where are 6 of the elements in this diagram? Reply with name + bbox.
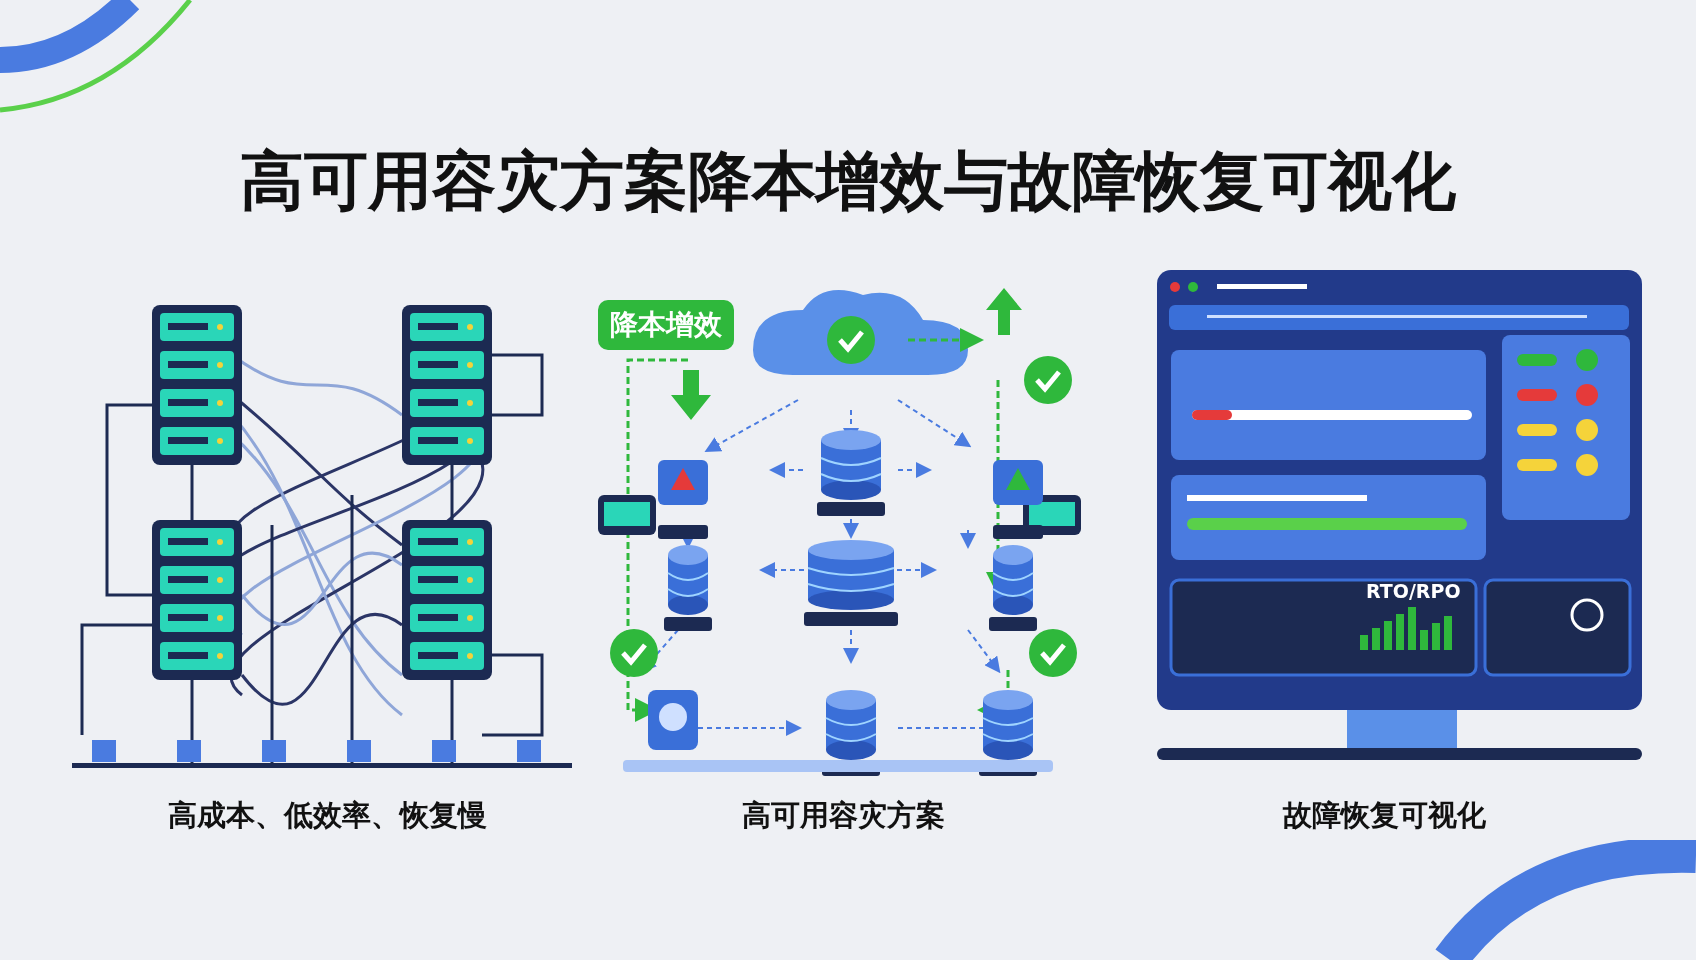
callout-tag: 降本增效 [598, 300, 734, 350]
page-title: 高可用容灾方案降本增效与故障恢复可视化 [239, 143, 1457, 220]
panel-caption: 高可用容灾方案 [740, 797, 946, 834]
panel-caption: 高成本、低效率、恢复慢 [166, 797, 488, 834]
panel-caption: 故障恢复可视化 [1281, 797, 1487, 834]
chart-label: RTO/RPO [1366, 580, 1461, 602]
